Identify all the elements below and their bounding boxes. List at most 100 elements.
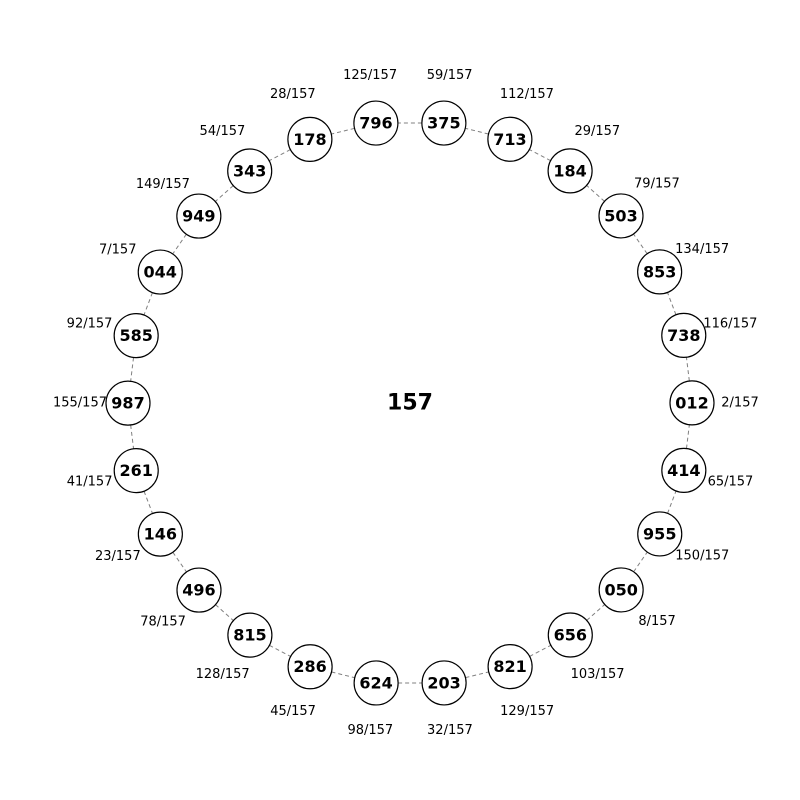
node-fraction-label: 125/157 bbox=[343, 68, 397, 83]
node-id-label: 414 bbox=[667, 461, 700, 480]
node-id-label: 738 bbox=[667, 326, 700, 345]
node-circle bbox=[137, 249, 183, 295]
node-fraction-label: 79/157 bbox=[634, 177, 680, 192]
node-circle bbox=[598, 193, 644, 239]
node-id-label: 375 bbox=[427, 114, 460, 133]
node-circle bbox=[487, 116, 533, 162]
node-fraction-label: 155/157 bbox=[53, 396, 107, 411]
ring-nodes: 375 713 184 503 853 738 012 414 955 050 656 821 203 6… bbox=[105, 100, 715, 706]
node-fraction-label: 23/157 bbox=[95, 549, 141, 564]
node-circle bbox=[598, 567, 644, 613]
ring-node: 853 bbox=[637, 249, 683, 295]
node-fraction-label: 92/157 bbox=[67, 317, 113, 332]
node-id-label: 713 bbox=[493, 130, 526, 149]
ring-node: 286 bbox=[287, 644, 333, 690]
ring-node: 503 bbox=[598, 193, 644, 239]
node-fraction-label: 149/157 bbox=[136, 177, 190, 192]
node-id-label: 853 bbox=[643, 262, 676, 281]
node-circle bbox=[287, 116, 333, 162]
node-fraction-label: 98/157 bbox=[347, 723, 393, 738]
node-fraction-label: 28/157 bbox=[270, 87, 316, 102]
node-fraction-label: 41/157 bbox=[67, 475, 113, 490]
node-id-label: 624 bbox=[359, 673, 392, 692]
node-id-label: 050 bbox=[604, 580, 637, 599]
node-circle bbox=[637, 249, 683, 295]
node-fraction-label: 2/157 bbox=[721, 395, 758, 410]
node-id-label: 178 bbox=[293, 130, 326, 149]
ring-node: 496 bbox=[176, 567, 222, 613]
node-id-label: 821 bbox=[493, 657, 526, 676]
ring-node: 796 bbox=[353, 100, 399, 146]
node-circle bbox=[137, 511, 183, 557]
ring-node: 656 bbox=[547, 612, 593, 658]
node-id-label: 585 bbox=[119, 326, 152, 345]
node-id-label: 949 bbox=[182, 207, 215, 226]
node-fraction-label: 54/157 bbox=[200, 124, 246, 139]
node-fraction-label: 7/157 bbox=[99, 242, 136, 257]
node-fraction-label: 116/157 bbox=[703, 316, 757, 331]
node-id-label: 987 bbox=[111, 394, 144, 413]
ring-node: 146 bbox=[137, 511, 183, 557]
node-id-label: 286 bbox=[293, 657, 326, 676]
node-id-label: 184 bbox=[553, 161, 586, 180]
node-fraction-label: 150/157 bbox=[675, 549, 729, 564]
ring-node: 012 bbox=[669, 380, 715, 426]
node-circle bbox=[113, 447, 159, 494]
node-fraction-label: 78/157 bbox=[140, 614, 186, 629]
ring-node: 178 bbox=[287, 116, 333, 162]
ring-node: 343 bbox=[227, 148, 273, 194]
node-circle bbox=[353, 100, 399, 146]
node-circle bbox=[287, 644, 333, 690]
node-fraction-label: 32/157 bbox=[427, 723, 473, 738]
node-id-label: 656 bbox=[554, 626, 587, 645]
ring-node: 738 bbox=[661, 312, 707, 359]
node-id-label: 955 bbox=[643, 524, 676, 543]
node-id-label: 796 bbox=[359, 114, 392, 133]
ring-node: 261 bbox=[113, 447, 159, 494]
center-label: 157 bbox=[387, 391, 433, 416]
ring-node: 050 bbox=[598, 567, 644, 613]
ring-node: 815 bbox=[227, 612, 273, 658]
ring-node: 987 bbox=[105, 380, 151, 426]
node-id-label: 203 bbox=[427, 673, 460, 692]
node-circle bbox=[637, 511, 683, 557]
node-id-label: 012 bbox=[675, 393, 708, 412]
node-circle bbox=[547, 148, 593, 194]
node-fraction-label: 129/157 bbox=[500, 704, 554, 719]
node-fraction-label: 59/157 bbox=[427, 68, 473, 83]
node-circle bbox=[661, 312, 707, 359]
node-id-label: 815 bbox=[233, 626, 266, 645]
node-circle bbox=[353, 660, 399, 706]
node-fraction-label: 112/157 bbox=[500, 87, 554, 102]
node-id-label: 343 bbox=[233, 161, 266, 180]
node-id-label: 496 bbox=[182, 581, 215, 600]
node-circle bbox=[661, 447, 707, 493]
ring-node: 585 bbox=[113, 313, 159, 359]
ring-node: 044 bbox=[137, 249, 183, 295]
ring-node: 624 bbox=[353, 660, 399, 706]
ring-node: 955 bbox=[637, 511, 683, 557]
node-id-label: 146 bbox=[144, 525, 177, 544]
node-circle bbox=[421, 100, 467, 146]
ring-node: 375 bbox=[421, 100, 467, 146]
node-circle bbox=[176, 567, 222, 613]
node-fraction-label: 8/157 bbox=[638, 614, 675, 629]
node-fraction-label: 134/157 bbox=[675, 242, 729, 257]
node-circle bbox=[227, 612, 273, 658]
node-circle bbox=[421, 660, 467, 706]
node-fraction-label: 65/157 bbox=[708, 474, 754, 489]
node-circle bbox=[176, 193, 222, 239]
ring-node: 184 bbox=[547, 148, 593, 194]
node-circle bbox=[113, 313, 159, 359]
ring-fractions: 59/157 112/157 29/157 79/157 134/157 116/157 2… bbox=[53, 68, 759, 738]
node-fraction-label: 103/157 bbox=[571, 667, 625, 682]
node-fraction-label: 29/157 bbox=[574, 124, 620, 139]
node-circle bbox=[227, 148, 273, 194]
node-circle bbox=[487, 644, 533, 690]
node-id-label: 503 bbox=[604, 206, 637, 225]
ring-node: 713 bbox=[487, 116, 533, 162]
ring-node: 414 bbox=[661, 447, 707, 493]
ring-node: 203 bbox=[421, 660, 467, 706]
